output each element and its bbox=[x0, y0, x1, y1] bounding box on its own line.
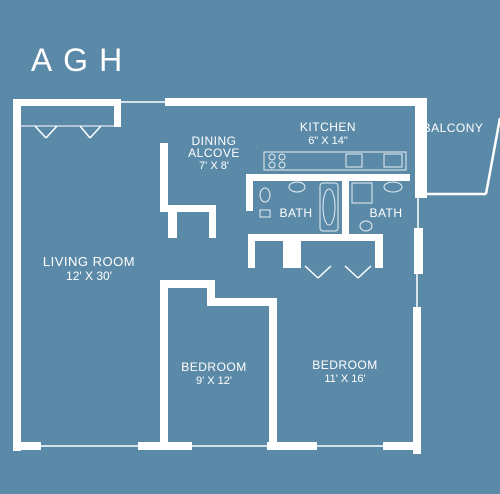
bedroom-large-label: BEDROOM bbox=[312, 358, 378, 372]
living-room-label: LIVING ROOM bbox=[43, 254, 135, 269]
living-room-size: 12' X 30' bbox=[66, 269, 112, 283]
balcony-label: BALCONY bbox=[423, 121, 484, 135]
bedroom-large-size: 11' X 16' bbox=[324, 373, 365, 385]
dining-label-2: ALCOVE bbox=[188, 146, 240, 160]
bedroom-small-size: 9' X 12' bbox=[196, 375, 232, 387]
bedroom-small-label: BEDROOM bbox=[181, 360, 247, 374]
dining-label-1: DINING bbox=[192, 134, 237, 148]
kitchen-counter bbox=[263, 151, 407, 171]
bath-fixtures bbox=[259, 181, 403, 232]
bath-left-label: BATH bbox=[279, 206, 312, 220]
closet-doors-living bbox=[21, 125, 114, 139]
bath-right-label: BATH bbox=[369, 206, 402, 220]
windows bbox=[41, 101, 419, 447]
closet-doors-bedroom bbox=[304, 265, 372, 279]
kitchen-label: KITCHEN bbox=[300, 120, 356, 134]
plan-title: AGH bbox=[31, 42, 133, 78]
kitchen-size: 6" X 14" bbox=[308, 135, 348, 147]
balcony-outline bbox=[427, 117, 500, 196]
walls bbox=[13, 98, 427, 454]
dining-size: 7' X 8' bbox=[199, 160, 229, 172]
room-labels: KITCHEN 6" X 14" BALCONY DINING ALCOVE 7… bbox=[43, 120, 484, 387]
